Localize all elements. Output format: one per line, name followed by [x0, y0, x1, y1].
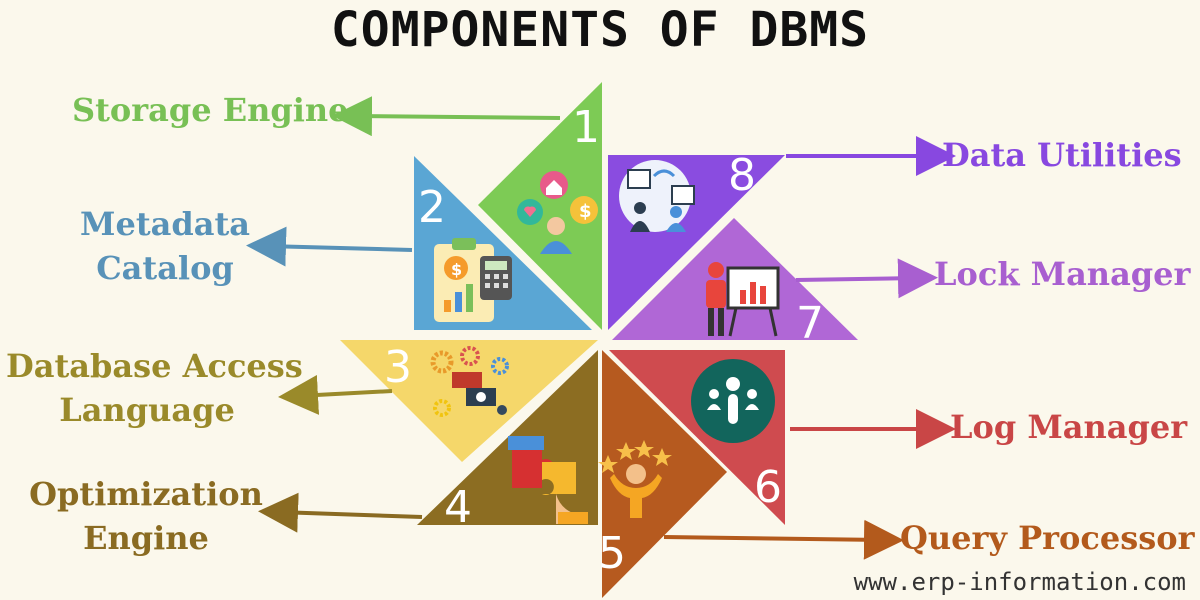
- label-database-access-language: Database Access Language: [6, 344, 303, 432]
- arrow-optimization-engine: [258, 492, 423, 533]
- team-circle-icon: [691, 359, 775, 443]
- label-line: Catalog: [96, 249, 234, 287]
- segment-4-number: 4: [444, 482, 472, 533]
- label-metadata-catalog: Metadata Catalog: [60, 202, 270, 290]
- label-optimization-engine: Optimization Engine: [24, 472, 268, 560]
- segment-8-number: 8: [728, 150, 756, 201]
- label-line: Engine: [83, 519, 209, 557]
- segment-5-triangle: [602, 350, 727, 598]
- label-line: Query Processor: [900, 519, 1195, 557]
- svg-text:$: $: [451, 260, 462, 279]
- label-storage-engine: Storage Engine: [72, 88, 349, 132]
- star-person-icon: [598, 440, 672, 518]
- arrow-query-processor: [663, 519, 904, 560]
- svg-text:$: $: [579, 201, 592, 222]
- segment-1-number: 1: [572, 102, 600, 153]
- watermark-url: www.erp-information.com: [853, 568, 1186, 596]
- people-money-icon: $: [517, 171, 598, 254]
- label-line: Data Utilities: [942, 136, 1182, 174]
- presenter-chart-icon: [706, 262, 780, 337]
- arrow-database-access-language: [278, 374, 393, 415]
- label-line: Language: [59, 391, 235, 429]
- segment-3-number: 3: [384, 342, 412, 393]
- segment-6-number: 6: [754, 462, 782, 513]
- label-line: Optimization: [29, 475, 263, 513]
- gears-monitor-icon: [430, 346, 509, 417]
- label-query-processor: Query Processor: [900, 516, 1194, 560]
- label-line: Lock Manager: [934, 255, 1191, 293]
- label-data-utilities: Data Utilities: [942, 133, 1182, 177]
- label-log-manager: Log Manager: [950, 405, 1187, 449]
- segment-7-number: 7: [796, 298, 824, 349]
- clipboard-calculator-icon: $: [434, 238, 512, 322]
- label-line: Database Access: [6, 347, 303, 385]
- label-line: Storage Engine: [72, 91, 349, 129]
- label-line: Log Manager: [950, 408, 1188, 446]
- puzzle-hands-icon: [508, 436, 588, 524]
- arrow-metadata-catalog: [246, 226, 413, 267]
- page-title: COMPONENTS OF DBMS: [330, 2, 870, 58]
- segment-5-number: 5: [598, 528, 626, 579]
- arrow-storage-engine: [332, 96, 561, 137]
- segment-2-number: 2: [418, 182, 446, 233]
- label-lock-manager: Lock Manager: [934, 252, 1190, 296]
- arrow-lock-manager: [795, 258, 938, 299]
- label-line: Metadata: [80, 205, 250, 243]
- collaboration-icon: [619, 160, 695, 232]
